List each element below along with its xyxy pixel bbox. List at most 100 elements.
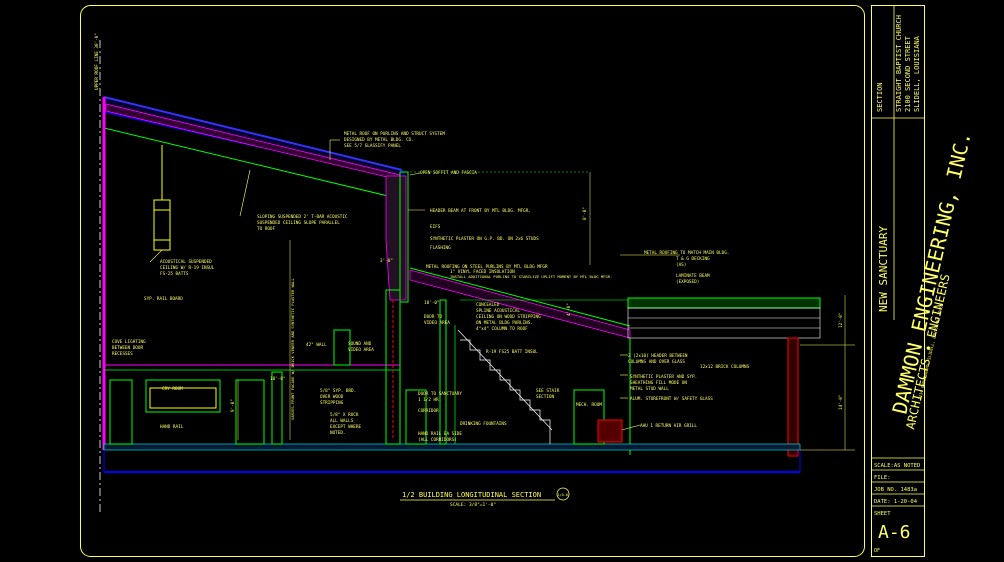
note: FS-25 BATTS [160,271,189,277]
main-roof [102,96,407,450]
note: RECESSES [112,351,133,357]
dim-label: 4'-0" [566,303,572,316]
note: OPEN SOFFIT AND FASCIA [420,170,477,176]
note: DOOR TO SANCTUARY [418,391,462,397]
note: (ALL CORRIDORS) [418,437,457,443]
dim-label: 14'-0" [838,394,844,410]
note: ALL WALLS [330,418,354,424]
note: VIDEO AREA [348,347,374,353]
note: COLUMNS AND OVER GLASS [628,359,685,365]
note: SECTION [536,394,555,400]
note: BETWEEN DOOR [112,345,143,351]
note: SLOPING SUSPENDED 2' T-BAR ACOUSTIC [257,214,348,220]
title-block-lines [872,6,924,507]
note: CEILING ON WOOD STRIPPING [476,314,541,320]
note: SYP. RAIL BOARD [144,296,183,302]
dim-label: 10'-0" [270,376,286,382]
tb-of: OF [874,548,880,554]
tb-project-line2: 2100 SECOND STREET [904,35,912,112]
tb-scale: SCALE:AS NOTED [874,463,920,469]
note: METAL ROOFING ON STEEL PURLINS BY MTL BL… [426,264,548,270]
drawing-scale: SCALE: 3/8"=1'-0" [450,502,496,508]
floor-slab [103,443,801,473]
tb-sheet: SHEET [874,511,891,517]
note: HAND RAIL [160,424,184,430]
note: (EXPOSED) [676,279,699,285]
tb-firm-name: DAMMON ENGINEERING, INC. [887,129,975,416]
dimension-labels: 8'-0" 12'-0" 14'-0" 9'-0" 10'-0" 4'-0" 3… [230,207,844,412]
note: SEE STAIR [536,388,560,394]
note: STRIPPING [320,400,344,406]
notes: METAL ROOF ON PURLINS AND STRUCT SYSTEM … [112,131,750,443]
tb-date: DATE: 1-20-04 [874,499,918,505]
note: FLASHING [430,245,451,251]
note: CEILING W/ R-19 INSUL [160,265,215,271]
section-marker-label: 1/A-6 [558,493,569,497]
note: SYNTHETIC PLASTER ON G.P. BD. ON 2x6 STU… [430,236,539,242]
note: SEE 5/7 GLASSIFY PANEL [344,143,401,149]
porch-roof [627,297,821,457]
note: HAND RAIL EA SIDE [418,431,462,437]
pendant-light [153,145,171,251]
note: CORRIDOR [418,408,439,414]
note: 5/8" X ROCK [330,412,359,418]
left-reference: UPPER ROOF LINE 30'-0" [94,33,101,515]
drawing-border [80,5,865,557]
note: METAL ROOFING TO MATCH MAIN BLDG. [644,250,729,256]
note: ACOUSTICAL SUSPENDED [160,259,212,265]
note: DRINKING FOUNTAINS [460,421,507,427]
note: R-19 FS25 BATT INSUL [486,349,538,355]
note: DOOR TO [424,314,443,320]
stair [454,325,553,444]
dim-label: 12'-0" [838,312,844,328]
note: TO ROOF [257,226,276,232]
note: 2 (2x10) HEADER BETWEEN [628,353,688,359]
front-header [385,171,590,303]
note: INSTALL ADDITIONAL PURLINS TO STABILIZE … [450,274,612,279]
dim-label: 3'-0" [380,258,393,264]
tb-sheet-number: A-6 [878,522,911,543]
note: CONCEALED [476,302,500,308]
title-block-border [871,5,925,557]
note: METAL STUD WALL [630,386,669,392]
note: EIFS [430,224,441,230]
note: 1 1/2 HR. [418,397,441,403]
note: AHU 1 RETURN AIR GRILL [640,423,697,429]
door-sanctuary [405,389,427,445]
note: VIDEO AREA [424,320,450,326]
leaders [149,139,680,431]
tb-job: JOB NO. 1483a [874,487,917,493]
note: MECH. ROOM [576,402,602,408]
note: EXCEPT WHERE [330,424,361,430]
note: 12x12 BRICK COLUMNS [700,364,750,370]
section-marker [556,487,570,501]
note: 1" VINYL FACED INSULATION [450,269,515,275]
note: NOTED. [330,430,346,436]
note: CRY ROOM [162,386,183,392]
note: SUSPENDED CEILING SLOPE PARALLEL [257,220,340,226]
note: SHEATHING FILL MODE ON [630,380,687,386]
return-air-grill [597,419,623,443]
note: METAL ROOF ON PURLINS AND STRUCT SYSTEM [344,131,445,137]
note: 42" WALL [306,342,327,348]
note: COVE LIGHTING [112,339,146,345]
left-reference-label: UPPER ROOF LINE 30'-0" [94,33,100,90]
dim-label: 10'-0" [424,300,440,306]
door-left [109,379,133,445]
note: (AS) [676,262,686,268]
note: ON METAL BLDG PURLINS. [476,320,533,326]
note: 5/8" SYP. BRD. [320,388,356,394]
interior [104,289,623,445]
note: HEADER BEAM AT FRONT BY MTL BLDG. MFGR. [430,208,531,214]
dim-label: 8'-0" [582,207,588,220]
dimensions [237,172,855,451]
note: VARIES-FRONT FACADE W/ BRICK VENEER AND … [290,278,295,420]
note: SPLINE ACOUSTICAL [476,308,520,314]
note: 4"x4" COLUMN TO ROOF [476,326,528,332]
note: SYNTHETIC PLASTER AND SYP. [630,374,697,380]
tb-project-name: NEW SANCTUARY [877,226,890,312]
note: T & G DECKING [676,256,710,262]
tb-project-line3: SLIDELL, LOUISIANA [913,35,921,112]
note: LAMINATE BEAM [676,273,710,279]
